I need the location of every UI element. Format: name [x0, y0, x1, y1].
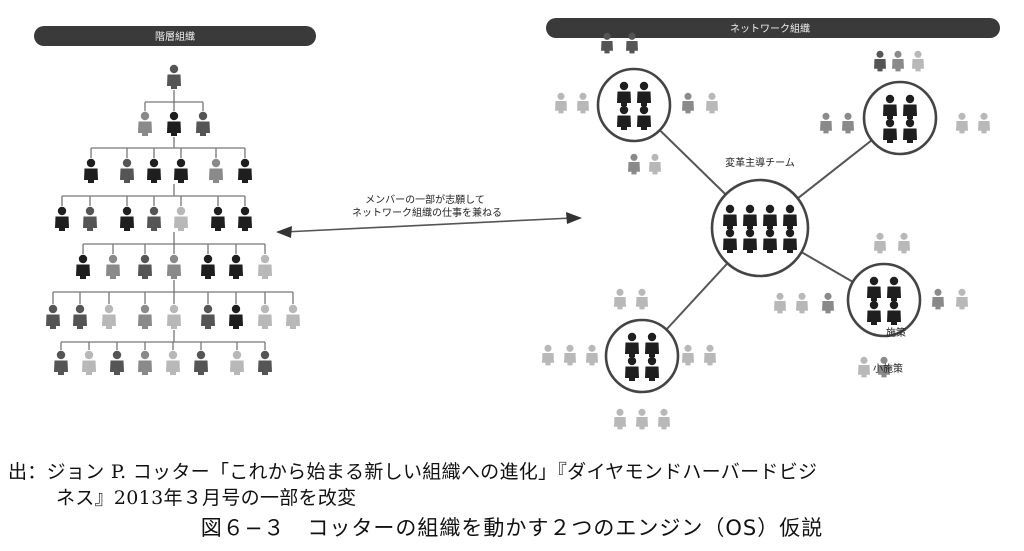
person-icon	[138, 304, 152, 329]
person-icon	[82, 350, 96, 375]
hierarchy-panel: 階層組織	[34, 26, 316, 375]
person-icon	[147, 158, 161, 183]
team-circle	[604, 318, 680, 394]
person-icon	[614, 288, 626, 310]
person-icon	[102, 304, 116, 329]
left-panel-banner: 階層組織	[34, 26, 316, 46]
person-icon	[209, 158, 223, 183]
arrow-head-left	[276, 226, 292, 238]
person-icon	[73, 304, 87, 329]
right-panel-title: ネットワーク組織	[730, 22, 810, 35]
person-icon	[83, 206, 97, 231]
person-icon	[932, 288, 944, 310]
person-icon	[106, 254, 120, 279]
core-team-label: 変革主導チーム	[725, 156, 795, 169]
double-arrow: メンバーの一部が志願して ネットワーク組織の仕事を兼ねる	[276, 193, 582, 238]
person-icon	[174, 158, 188, 183]
person-icon	[196, 111, 210, 136]
arrow-head-right	[566, 212, 582, 224]
person-icon	[649, 153, 661, 175]
person-icon	[706, 92, 718, 114]
person-icon	[636, 288, 648, 310]
person-icon	[636, 408, 648, 430]
person-icon	[820, 112, 832, 134]
team-circle	[596, 67, 672, 143]
person-icon	[842, 112, 854, 134]
person-icon	[658, 408, 670, 430]
person-icon	[912, 50, 924, 72]
right-panel-banner: ネットワーク組織	[546, 18, 1000, 38]
person-icon	[555, 92, 567, 114]
person-icon	[84, 158, 98, 183]
person-icon	[167, 254, 181, 279]
person-icon	[614, 408, 626, 430]
person-icon	[586, 344, 598, 366]
person-icon	[229, 254, 243, 279]
person-icon	[874, 232, 886, 254]
person-icon	[796, 292, 808, 314]
person-icon	[628, 153, 640, 175]
person-icon	[682, 92, 694, 114]
person-icon	[110, 350, 124, 375]
initiative-label: 施策	[886, 326, 906, 339]
hierarchy-people	[46, 64, 300, 375]
person-icon	[258, 254, 272, 279]
arrow-label-line1: メンバーの一部が志願して	[365, 193, 485, 206]
person-icon	[211, 206, 225, 231]
person-icon	[167, 304, 181, 329]
person-icon	[167, 111, 181, 136]
person-icon	[138, 350, 152, 375]
person-icon	[858, 356, 870, 378]
team-circle	[846, 262, 922, 338]
left-panel-title: 階層組織	[155, 30, 195, 43]
person-icon	[138, 111, 152, 136]
person-icon	[201, 254, 215, 279]
arrow-label-line2: ネットワーク組織の仕事を兼ねる	[352, 206, 502, 219]
person-icon	[774, 292, 786, 314]
person-icon	[147, 206, 161, 231]
person-icon	[230, 350, 244, 375]
person-icon	[174, 206, 188, 231]
person-icon	[258, 304, 272, 329]
person-icon	[577, 92, 589, 114]
person-icon	[978, 112, 990, 134]
person-icon	[166, 350, 180, 375]
person-icon	[76, 254, 90, 279]
hierarchy-connectors	[52, 90, 294, 350]
person-icon	[892, 50, 904, 72]
person-icon	[167, 64, 181, 89]
person-icon	[120, 158, 134, 183]
figure-title: 図６−３ コッターの組織を動かす２つのエンジン（OS）仮説	[200, 516, 824, 540]
person-icon	[682, 344, 694, 366]
person-icon	[54, 350, 68, 375]
person-icon	[564, 344, 576, 366]
person-icon	[238, 206, 252, 231]
person-icon	[542, 344, 554, 366]
person-icon	[704, 344, 716, 366]
network-panel: ネットワーク組織 変革主導チーム 施策 小施策	[542, 18, 1000, 430]
person-icon	[120, 206, 134, 231]
team-circle	[710, 178, 810, 278]
source-citation-line2: ネス』2013年３月号の一部を改変	[56, 487, 357, 509]
network-circles	[596, 67, 938, 394]
person-icon	[286, 304, 300, 329]
person-icon	[46, 304, 60, 329]
person-icon	[258, 350, 272, 375]
sub-initiative-label: 小施策	[873, 362, 903, 375]
person-icon	[201, 304, 215, 329]
person-icon	[898, 232, 910, 254]
person-icon	[956, 288, 968, 310]
person-icon	[229, 304, 243, 329]
source-citation-line1: 出：ジョン P. コッター「これから始まる新しい組織への進化」『ダイヤモンドハー…	[8, 461, 818, 483]
person-icon	[874, 50, 886, 72]
person-icon	[822, 292, 834, 314]
person-icon	[238, 158, 252, 183]
team-circle	[862, 80, 938, 156]
person-icon	[55, 206, 69, 231]
person-icon	[194, 350, 208, 375]
person-icon	[956, 112, 968, 134]
person-icon	[138, 254, 152, 279]
